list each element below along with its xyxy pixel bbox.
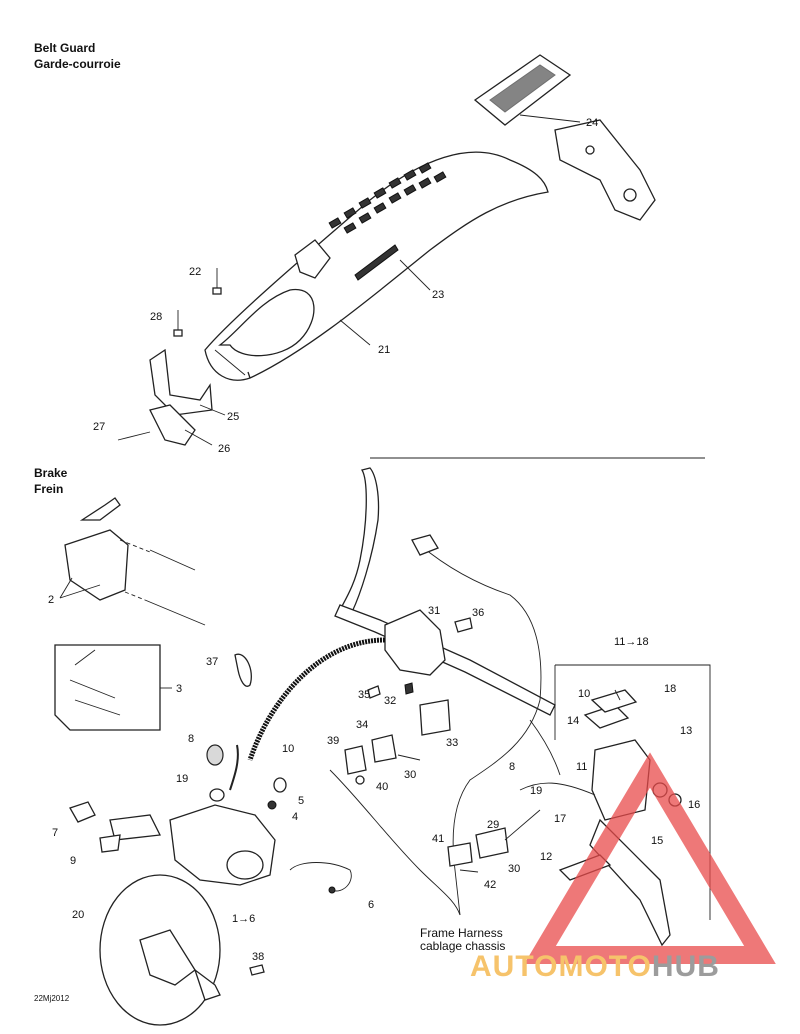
callout-28: 28 [150,311,162,323]
watermark-text-alt: HUB [651,950,720,983]
callout-40: 40 [376,781,388,793]
handlebar [334,467,556,716]
callout-33: 33 [446,737,458,749]
callout-8: 8 [188,733,194,745]
callout-18: 18 [664,683,676,695]
callout-10b: 10 [578,688,590,700]
belt-guard-body [204,151,549,381]
callout-36: 36 [472,607,484,619]
callout-15: 15 [651,835,663,847]
callout-13: 13 [680,725,692,737]
brackets-25-26 [117,348,213,446]
callout-30b: 30 [508,863,520,875]
brake-caliper [69,744,352,894]
brake-cable [229,637,386,791]
harness-label-en: Frame Harness [420,926,503,940]
callout-14: 14 [567,715,579,727]
belt-guard-title: Belt Guard Garde-courroie [34,40,121,72]
callout-1to6: 1→6 [232,913,255,925]
brake-lever-housing [384,609,446,676]
callout-4: 4 [292,811,298,823]
switch-components [344,682,451,785]
callout-19: 19 [176,773,188,785]
callout-9: 9 [70,855,76,867]
watermark-logo-triangle [524,752,776,964]
callout-8b: 8 [509,761,515,773]
callout-3: 3 [176,683,182,695]
callout-17: 17 [554,813,566,825]
brake-title-fr: Frein [34,482,64,496]
belt-guard-title-en: Belt Guard [34,41,96,55]
callout-21: 21 [378,344,390,356]
callout-11to18: 11→18 [614,636,649,648]
callout-31: 31 [428,605,440,617]
callout-30: 30 [404,769,416,781]
callout-10: 10 [282,743,294,755]
callout-27: 27 [93,421,105,433]
brake-disc [99,874,221,1026]
brake-title: Brake Frein [34,465,67,497]
callout-6: 6 [368,899,374,911]
callout-24: 24 [586,117,598,129]
callout-38: 38 [252,951,264,963]
callout-11: 11 [576,761,587,773]
watermark-text-main: AUTOMOTO [470,950,652,983]
harness-label-fr: cablage chassis [420,939,505,953]
callout-42: 42 [484,879,496,891]
pins-22-28 [173,268,222,337]
callout-37: 37 [206,656,218,668]
callout-7: 7 [52,827,58,839]
callout-35: 35 [358,689,370,701]
hardware-kit-box [54,644,172,731]
callout-32: 32 [384,695,396,707]
callout-22: 22 [189,266,201,278]
callout-2: 2 [48,594,54,606]
callout-16: 16 [688,799,700,811]
callout-29: 29 [487,819,499,831]
brake-title-en: Brake [34,466,68,480]
callout-20: 20 [72,909,84,921]
callout-41: 41 [432,833,444,845]
callout-23: 23 [432,289,444,301]
callout-25: 25 [227,411,239,423]
callout-34: 34 [356,719,368,731]
watermark-logo: AUTOMOTOHUB [470,950,720,984]
lower-connectors [329,769,541,916]
figure-code: 22Mj2012 [34,994,70,1003]
callout-5: 5 [298,795,304,807]
brake-bracket-group [59,497,206,626]
callout-12: 12 [540,851,552,863]
belt-guard-title-fr: Garde-courroie [34,57,121,71]
callout-19b: 19 [530,785,542,797]
callout-39: 39 [327,735,339,747]
callout-26: 26 [218,443,230,455]
guard-bracket [554,119,656,221]
decal-plate [473,54,572,126]
